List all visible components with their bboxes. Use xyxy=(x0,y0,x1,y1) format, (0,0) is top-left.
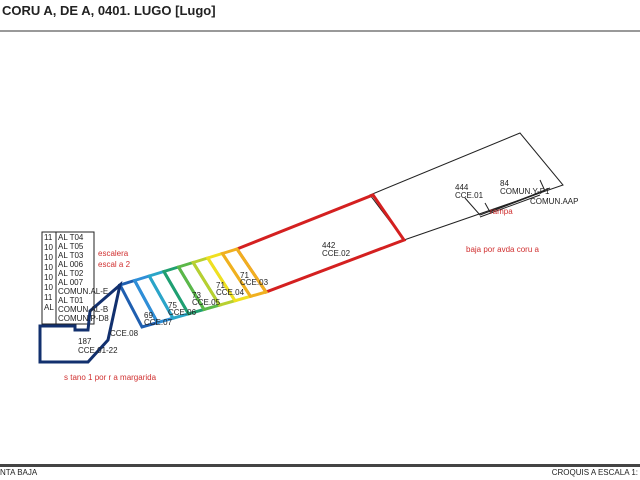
page-title: CORU A, DE A, 0401. LUGO [Lugo] xyxy=(2,3,216,18)
unit-outline-comun xyxy=(484,179,546,213)
tower-unit-label: AL 007 xyxy=(58,278,84,287)
tower-unit-label: 11 xyxy=(44,293,53,302)
tower-unit-label: 10 xyxy=(44,263,53,272)
tower-unit-label: COMUN.AL-E xyxy=(58,287,108,296)
tower-unit-label: 10 xyxy=(44,283,53,292)
tower-unit-label: 10 xyxy=(44,243,53,252)
tower-block xyxy=(41,231,95,325)
unit-code: CCE.01-22 xyxy=(78,346,118,355)
annotation-ground-access: baja por avda coru a xyxy=(466,245,539,254)
scale-label: CROQUIS A ESCALA 1: xyxy=(551,468,638,477)
tower-unit-label: COMUN.AL-B xyxy=(58,305,108,314)
unit-area: 71 xyxy=(216,281,225,290)
annotation-stairs: escal a 2 xyxy=(98,260,131,269)
unit-code: CCE.06 xyxy=(168,308,197,317)
tower-unit-label: AL T02 xyxy=(58,269,84,278)
unit-area: 187 xyxy=(78,337,92,346)
tower-unit-label: AL T04 xyxy=(58,233,84,242)
floor-label: NTA BAJA xyxy=(0,468,38,477)
unit-code: CCE.01 xyxy=(455,191,484,200)
unit-area: 444 xyxy=(455,183,469,192)
unit-outline-cce01 xyxy=(464,187,551,216)
unit-area: 69 xyxy=(144,311,153,320)
header-divider xyxy=(0,30,640,32)
unit-area: 71 xyxy=(240,271,249,280)
tower-unit-label: 10 xyxy=(44,273,53,282)
unit-code: CCE.07 xyxy=(144,318,173,327)
tower-unit-label: AL xyxy=(44,303,54,312)
tower-unit-label: 11 xyxy=(44,233,53,242)
annotation-basement-access: s tano 1 por r a margarida xyxy=(64,373,157,382)
unit-code: CCE.04 xyxy=(216,288,245,297)
tower-unit-label: AL 006 xyxy=(58,260,84,269)
footer-divider xyxy=(0,464,640,467)
unit-code: CCE.05 xyxy=(192,298,221,307)
unit-code: CCE.03 xyxy=(240,278,269,287)
unit-area: 75 xyxy=(168,301,177,310)
unit-code: CCE.02 xyxy=(322,249,351,258)
unit-cce01-22-outline xyxy=(38,280,123,364)
unit-area: 73 xyxy=(192,291,201,300)
unit-outline-comun-aap xyxy=(479,194,541,218)
unit-area: 84 xyxy=(500,179,509,188)
tower-unit-label: COMUN.P-D8 xyxy=(58,314,109,323)
tower-unit-label: 10 xyxy=(44,253,53,262)
tower-unit-label: AL T03 xyxy=(58,251,84,260)
annotation-ramp: rampa xyxy=(490,207,513,216)
annotation-stairs: escalera xyxy=(98,249,129,258)
tower-unit-label: AL T01 xyxy=(58,296,84,305)
unit-code: COMUN.Y-P1 xyxy=(500,187,550,196)
unit-cell-outline xyxy=(220,247,269,299)
tower-unit-label: AL T05 xyxy=(58,242,84,251)
unit-code: COMUN.AAP xyxy=(530,197,578,206)
unit-code: CCE.08 xyxy=(110,329,139,338)
unit-area: 442 xyxy=(322,241,336,250)
